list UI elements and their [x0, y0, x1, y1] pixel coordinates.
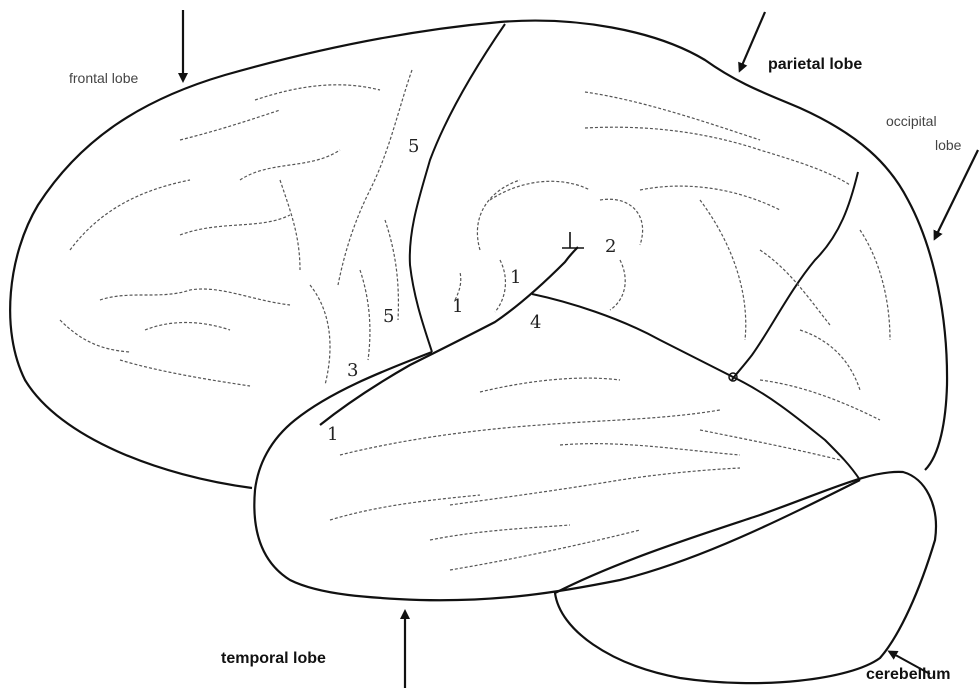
temporal-lobe-label: temporal lobe: [221, 650, 326, 668]
region-number: 1: [452, 296, 463, 317]
cerebellum-outline: [555, 472, 936, 683]
region-number: 4: [530, 312, 541, 333]
parietal-lobe-arrow: [740, 12, 765, 70]
lateral-fissure: [320, 247, 578, 425]
region-number: 2: [605, 236, 616, 257]
frontal-lobe-label: frontal lobe: [69, 70, 138, 86]
region-number: 3: [347, 360, 358, 381]
region-number: 1: [327, 424, 338, 445]
lateral-fissure-tip: [562, 232, 584, 248]
occipital-lobe-label-line2: lobe: [935, 137, 961, 153]
cerebrum-outline: [10, 21, 947, 488]
occipital-lobe-label-line1: occipital: [886, 113, 937, 129]
region-number: 5: [383, 306, 394, 327]
region-number: 1: [510, 267, 521, 288]
parieto-occipital-boundary: [732, 172, 858, 380]
parieto-temporal-boundary: [532, 294, 860, 480]
region-number: 5: [408, 136, 419, 157]
parietal-lobe-label: parietal lobe: [768, 56, 862, 74]
cerebellum-label: cerebellum: [866, 666, 950, 684]
occipital-lobe-arrow: [935, 150, 978, 238]
temporal-lobe-outline: [254, 352, 860, 600]
sulci-details: [60, 70, 890, 570]
